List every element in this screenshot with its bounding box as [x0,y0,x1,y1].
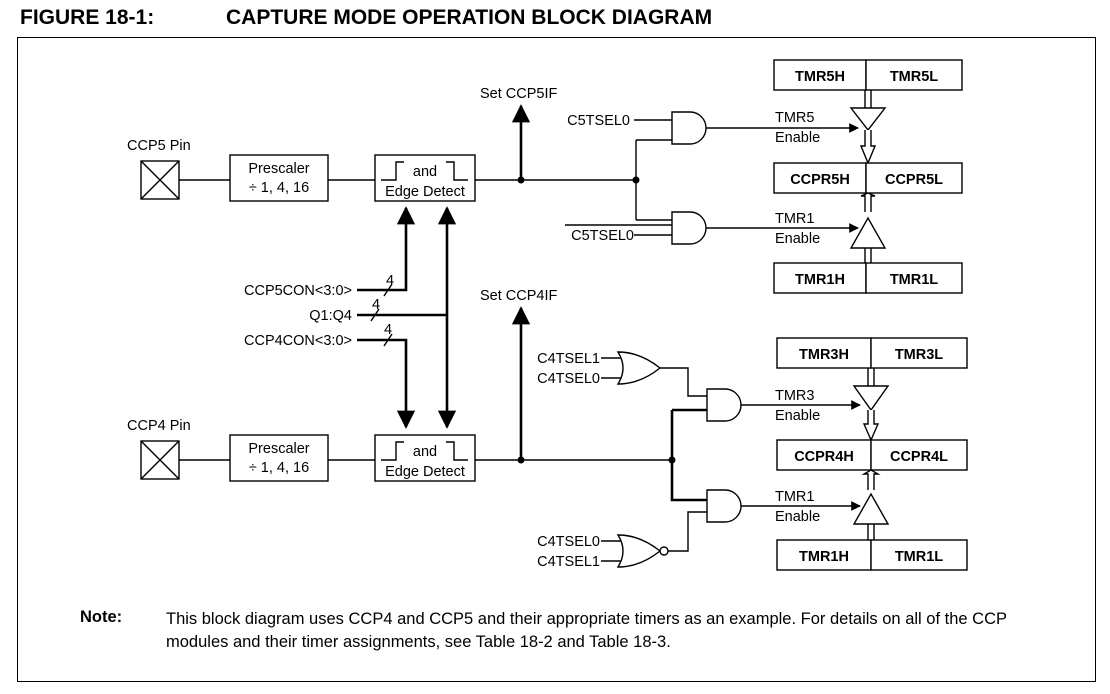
ccp4-edge-detect-block: and Edge Detect [374,434,476,482]
edge-and-label: and [413,164,437,180]
ccp4-prescaler-block: Prescaler ÷ 1, 4, 16 [229,434,329,482]
c4tsel0-label-a: C4TSEL0 [537,371,600,387]
ccp4-pin-icon [140,440,180,480]
ccp5-edge-detect-block: and Edge Detect [374,154,476,202]
tmr1l-label-bottom: TMR1L [895,549,943,565]
ccp4con-label: CCP4CON<3:0> [244,333,352,349]
tmr1-register-top: TMR1H TMR1L [773,262,963,294]
set-ccp4if-label: Set CCP4IF [480,288,557,304]
figure-number: FIGURE 18-1: [20,6,155,29]
figure-title: CAPTURE MODE OPERATION BLOCK DIAGRAM [226,6,713,29]
tmr1-label-top: TMR1 [775,211,814,227]
bus-width-ccp4con: 4 [384,322,392,338]
c4tsel1-label-b: C4TSEL1 [537,554,600,570]
ccp5-pin-label: CCP5 Pin [127,138,191,154]
or-gate-tmr3 [616,351,662,385]
tmr1-label-bottom: TMR1 [775,489,814,505]
set-ccp5if-label: Set CCP5IF [480,86,557,102]
ccpr4-register: CCPR4H CCPR4L [776,439,968,471]
edge-detect-label: Edge Detect [385,184,465,200]
note-text: This block diagram uses CCP4 and CCP5 an… [166,610,1007,651]
edge-and-label-ccp4: and [413,444,437,460]
tmr3-label: TMR3 [775,388,814,404]
prescaler-label: Prescaler [248,161,309,177]
ccpr5h-label: CCPR5H [790,172,850,188]
prescaler-ratio: ÷ 1, 4, 16 [249,180,309,196]
c5tsel0-label-b: C5TSEL0 [571,228,634,244]
and-gate-tmr1-bottom [706,489,742,523]
ccp5-prescaler-block: Prescaler ÷ 1, 4, 16 [229,154,329,202]
tmr5l-label: TMR5L [890,69,938,85]
tmr3l-label: TMR3L [895,347,943,363]
tmr1-capture-buffer-top [849,216,887,249]
ccp4-pin-label: CCP4 Pin [127,418,191,434]
tmr3h-label: TMR3H [799,347,849,363]
ccpr5l-label: CCPR5L [885,172,943,188]
tmr1-capture-buffer-bottom [852,492,890,525]
tmr1h-label-top: TMR1H [795,272,845,288]
tmr5-register: TMR5H TMR5L [773,59,963,91]
c5tsel0-label-a: C5TSEL0 [567,113,630,129]
tmr3-register: TMR3H TMR3L [776,337,968,369]
and-gate-tmr5 [671,111,707,145]
tmr3-capture-buffer [852,385,890,412]
ccp5con-label: CCP5CON<3:0> [244,283,352,299]
tmr5h-label: TMR5H [795,69,845,85]
bus-width-q1q4: 4 [372,297,380,313]
ccpr5-register: CCPR5H CCPR5L [773,162,963,194]
bus-width-ccp5con: 4 [386,273,394,289]
tmr1-enable-label-top: Enable [775,231,820,247]
tmr3-enable-label: Enable [775,408,820,424]
q1q4-label: Q1:Q4 [309,308,352,324]
note-label: Note: [80,608,123,626]
tmr5-enable-label: Enable [775,130,820,146]
prescaler-label-ccp4: Prescaler [248,441,309,457]
tmr1-register-bottom: TMR1H TMR1L [776,539,968,571]
nor-gate-tmr1 [616,534,662,568]
tmr5-capture-buffer [849,107,887,132]
tmr1h-label-bottom: TMR1H [799,549,849,565]
and-gate-tmr3 [706,388,742,422]
ccp5-pin-icon [140,160,180,200]
c4tsel1-label-a: C4TSEL1 [537,351,600,367]
prescaler-ratio-ccp4: ÷ 1, 4, 16 [249,460,309,476]
tmr1l-label-top: TMR1L [890,272,938,288]
tmr5-label: TMR5 [775,110,814,126]
ccpr4h-label: CCPR4H [794,449,854,465]
figure-frame [17,37,1096,682]
c4tsel0-label-b: C4TSEL0 [537,534,600,550]
tmr1-enable-label-bottom: Enable [775,509,820,525]
edge-detect-label-ccp4: Edge Detect [385,464,465,480]
and-gate-tmr1-top [671,211,707,245]
ccpr4l-label: CCPR4L [890,449,948,465]
